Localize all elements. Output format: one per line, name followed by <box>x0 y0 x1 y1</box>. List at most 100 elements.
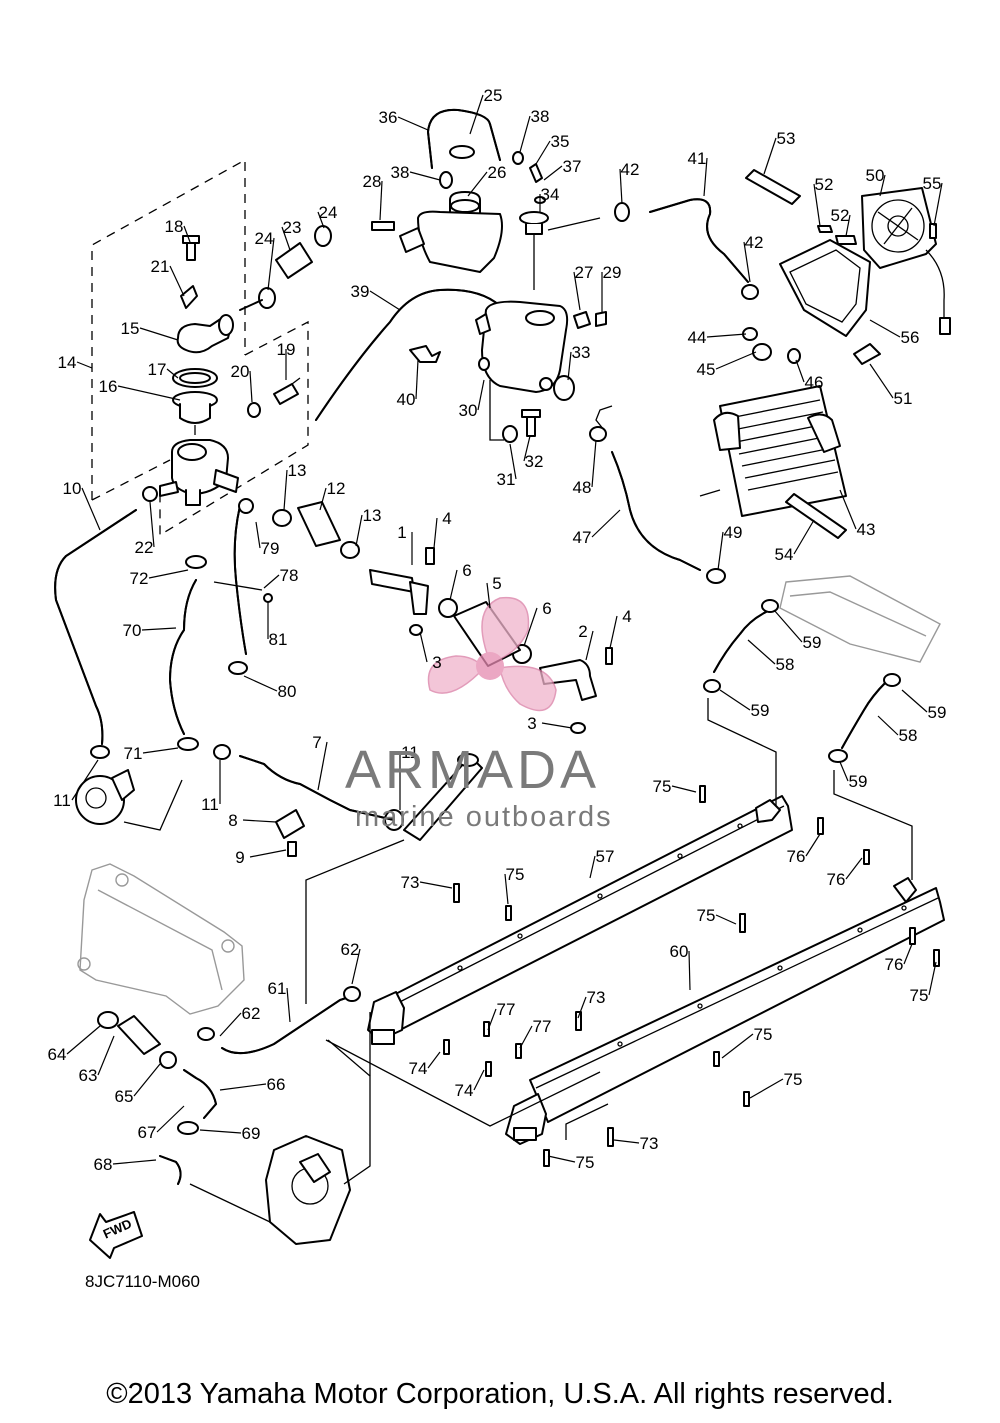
callout-72: 72 <box>130 569 149 588</box>
leader-line-66 <box>219 1083 267 1091</box>
leader-line-15 <box>139 327 179 341</box>
leader-line-40 <box>415 359 419 400</box>
watermark-brand: ARMADA <box>345 740 600 800</box>
engine-ghost-outline <box>77 863 245 1015</box>
leader-line-27 <box>573 271 581 311</box>
leader-line-70 <box>141 627 177 631</box>
leader-line-62 <box>351 948 361 985</box>
callout-18: 18 <box>165 217 184 236</box>
callout-11: 11 <box>53 791 71 810</box>
callout-59: 59 <box>849 772 868 791</box>
callout-62: 62 <box>341 940 360 959</box>
callout-54: 54 <box>775 545 794 564</box>
leader-line-59 <box>773 609 803 643</box>
callout-69: 69 <box>242 1124 261 1143</box>
leader-line-4 <box>609 615 618 649</box>
callout-66: 66 <box>267 1075 286 1094</box>
leader-line-58 <box>747 639 776 665</box>
callout-75: 75 <box>653 777 672 796</box>
leader-line-59 <box>839 761 849 782</box>
leader-line-20 <box>249 370 253 403</box>
callout-52: 52 <box>831 206 850 225</box>
callout-9: 9 <box>235 848 244 867</box>
leader-line-69 <box>199 1129 242 1134</box>
callout-36: 36 <box>379 108 398 127</box>
callout-6: 6 <box>542 599 551 618</box>
callout-16: 16 <box>99 377 118 396</box>
callout-60: 60 <box>670 942 689 961</box>
heat-exchanger-rails-group <box>325 575 945 1167</box>
callout-2: 2 <box>578 622 587 641</box>
callout-32: 32 <box>525 452 544 471</box>
callout-76: 76 <box>787 847 806 866</box>
leader-line-76 <box>805 833 821 857</box>
callout-42: 42 <box>745 233 764 252</box>
callout-47: 47 <box>573 528 592 547</box>
leader-line-48 <box>591 439 597 488</box>
callout-43: 43 <box>857 520 876 539</box>
leader-line-7 <box>317 741 328 791</box>
callout-19: 19 <box>277 340 296 359</box>
callout-6: 6 <box>462 561 471 580</box>
lower-left-pipes-group <box>89 839 405 1259</box>
leader-line-45 <box>715 351 757 370</box>
leader-line-28 <box>379 180 383 221</box>
callout-13: 13 <box>288 461 307 480</box>
watermark-tagline: marine outboards <box>355 801 613 833</box>
thermostat-assembly-group <box>91 158 332 537</box>
callout-59: 59 <box>751 701 770 720</box>
callout-71: 71 <box>124 744 143 763</box>
leader-line-72 <box>148 569 189 579</box>
callout-75: 75 <box>784 1070 803 1089</box>
callout-58: 58 <box>899 726 918 745</box>
callout-55: 55 <box>923 174 942 193</box>
callout-76: 76 <box>827 870 846 889</box>
leader-line-65 <box>133 1063 161 1097</box>
leader-line-52 <box>845 214 851 237</box>
leader-line-6 <box>523 607 538 647</box>
callout-75: 75 <box>754 1025 773 1044</box>
leader-line-16 <box>117 385 181 401</box>
leader-line-73 <box>613 1139 640 1144</box>
callout-17: 17 <box>148 360 167 379</box>
callout-4: 4 <box>622 607 631 626</box>
leader-line-75 <box>749 1078 784 1099</box>
callout-67: 67 <box>138 1123 157 1142</box>
leader-line-26 <box>467 171 488 197</box>
callout-77: 77 <box>533 1017 552 1036</box>
callout-1: 1 <box>397 523 406 542</box>
leader-line-76 <box>903 943 913 965</box>
callout-24: 24 <box>255 229 274 248</box>
callout-37: 37 <box>563 157 582 176</box>
callout-51: 51 <box>894 389 913 408</box>
leader-line-32 <box>523 435 531 462</box>
callout-23: 23 <box>283 218 302 237</box>
leader-line-73 <box>419 881 453 889</box>
leader-line-51 <box>869 363 894 399</box>
callout-27: 27 <box>575 263 594 282</box>
callout-61: 61 <box>268 979 287 998</box>
leader-line-79 <box>255 521 261 549</box>
callout-62: 62 <box>242 1004 261 1023</box>
callout-57: 57 <box>596 847 615 866</box>
leader-line-76 <box>845 857 863 880</box>
leader-line-3 <box>541 722 573 729</box>
leader-line-24 <box>267 237 275 291</box>
callout-63: 63 <box>79 1066 98 1085</box>
callout-81: 81 <box>269 630 288 649</box>
callout-80: 80 <box>278 682 297 701</box>
callout-10: 10 <box>63 479 82 498</box>
leader-line-68 <box>112 1159 157 1165</box>
callout-7: 7 <box>312 733 321 752</box>
callout-64: 64 <box>48 1045 67 1064</box>
leader-line-22 <box>149 501 155 548</box>
callout-15: 15 <box>121 319 140 338</box>
leader-line-24 <box>317 211 325 229</box>
leader-line-23 <box>281 226 291 251</box>
callout-29: 29 <box>603 263 622 282</box>
callout-22: 22 <box>135 538 154 557</box>
leader-line-77 <box>487 1008 497 1031</box>
callout-73: 73 <box>401 873 420 892</box>
